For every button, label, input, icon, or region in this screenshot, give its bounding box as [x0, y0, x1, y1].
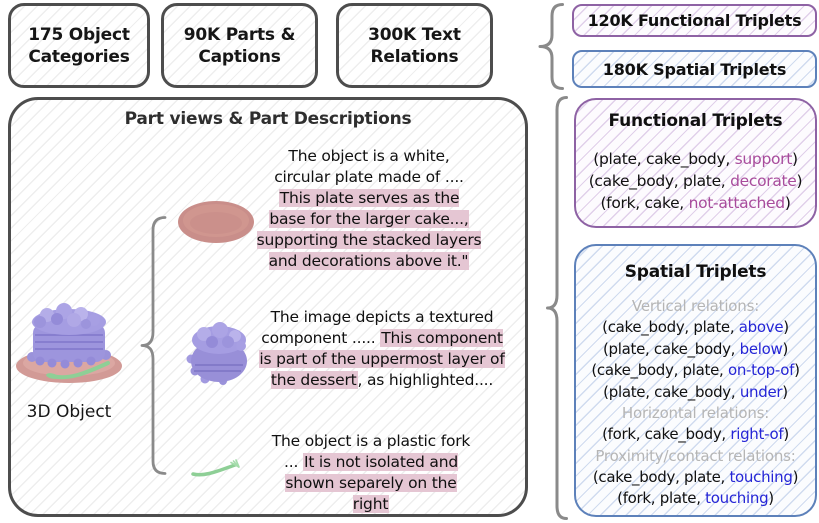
triplet-relation: above [738, 318, 784, 336]
plate-part-image [178, 201, 254, 243]
description-plain-text: The object is a plastic fork ... [271, 432, 471, 471]
spatial-group-label-vertical: Vertical relations: [631, 297, 760, 315]
curly-brace-panel-to-relations [546, 96, 568, 520]
triplet-pair: (fork, cake, [600, 194, 689, 212]
stat-box-text-relations: 300K Text Relations [336, 3, 493, 88]
cake-body-part-image [186, 322, 247, 385]
spatial-triplet: (plate, cake_body, under) [576, 382, 815, 404]
triplet-relation: below [739, 339, 783, 358]
triplet-close: ) [784, 194, 791, 212]
description-plain-text: , as highlighted.... [357, 371, 494, 389]
stat-line: Relations [370, 46, 459, 67]
triplet-relation: right-of [730, 425, 784, 443]
functional-triplet: (cake_body, plate, decorate) [576, 170, 815, 192]
triplet-pair: (cake_body, plate, [602, 318, 739, 336]
stat-line: Captions [198, 46, 281, 67]
description-highlighted-text: This plate serves as the base for the la… [256, 189, 482, 270]
triplet-pair: (cake_body, plate, [592, 467, 730, 486]
3d-object-cake-image [16, 303, 122, 383]
stat-line: 90K Parts & [183, 24, 296, 45]
part-views-panel: Part views & Part Descriptions [8, 97, 528, 517]
functional-triplets-box: Functional Triplets (plate, cake_body, s… [574, 98, 817, 228]
triplet-close: ) [768, 489, 774, 507]
triplet-pair: (plate, cake_body, [603, 382, 740, 401]
description-plain-text: The image depicts a textured component .… [261, 308, 494, 347]
panel-title: Part views & Part Descriptions [124, 109, 412, 129]
triplet-close: ) [783, 318, 789, 336]
stat-line: 300K Text [368, 24, 461, 45]
3d-object-label: 3D Object [26, 402, 112, 422]
stat-line: 175 Object [28, 24, 130, 45]
spatial-triplets-title: Spatial Triplets [624, 262, 767, 282]
spatial-group-label-horizontal: Horizontal relations: [621, 404, 770, 422]
stat-box-parts-captions: 90K Parts & Captions [161, 3, 318, 88]
triplet-pair: (cake_body, plate, [588, 172, 731, 190]
part-description-cake-body: The image depicts a textured component .… [236, 307, 528, 391]
total-spatial-triplets: 180K Spatial Triplets [572, 50, 817, 88]
triplet-pair: (plate, cake_body, [602, 339, 740, 358]
spatial-triplet: (fork, plate, touching) [576, 488, 815, 510]
spatial-triplet: (fork, cake_body, right-of) [576, 424, 815, 446]
curly-brace-object-to-parts [140, 216, 167, 475]
triplet-relation: under [739, 382, 783, 401]
part-description-fork: The object is a plastic fork ... It is n… [225, 431, 517, 515]
description-highlighted-text: It is not isolated and shown separely on… [285, 453, 458, 513]
spatial-group-label-proximity: Proximity/contact relations: [595, 446, 796, 465]
triplet-pair: (cake_body, plate, [591, 361, 728, 379]
triplet-pair: (plate, cake_body, [593, 150, 735, 168]
spatial-triplet: (cake_body, plate, above) [576, 317, 815, 339]
triplet-close: ) [792, 467, 799, 486]
triplet-close: ) [783, 425, 789, 443]
triplet-close: ) [796, 172, 803, 190]
functional-triplet: (fork, cake, not-attached) [576, 192, 815, 214]
total-spatial-label: 180K Spatial Triplets [602, 59, 787, 79]
triplet-relation: support [734, 150, 793, 168]
description-plain-text: The object is a white, circular plate ma… [274, 147, 464, 186]
functional-triplets-title: Functional Triplets [608, 111, 783, 131]
stat-line: Categories [28, 46, 130, 67]
part-description-plate: The object is a white, circular plate ma… [223, 146, 515, 272]
spatial-triplet: (plate, cake_body, below) [576, 339, 815, 361]
triplet-close: ) [792, 150, 798, 168]
stat-box-object-categories: 175 Object Categories [8, 3, 150, 88]
triplet-close: ) [782, 339, 789, 358]
spatial-triplets-box: Spatial Triplets Vertical relations: (ca… [574, 244, 817, 517]
curly-brace-stats-to-totals [538, 3, 564, 90]
spatial-triplet: (cake_body, plate, on-top-of) [576, 360, 815, 382]
fork-part-image [191, 459, 240, 477]
triplet-relation: decorate [730, 172, 797, 190]
triplet-pair: (fork, cake_body, [602, 425, 731, 443]
triplet-relation: on-top-of [727, 361, 795, 379]
triplet-close: ) [794, 361, 800, 379]
triplet-relation: not-attached [688, 194, 786, 212]
triplet-relation: touching [729, 467, 793, 486]
functional-triplet: (plate, cake_body, support) [576, 148, 815, 170]
total-functional-triplets: 120K Functional Triplets [572, 4, 817, 37]
triplet-pair: (fork, plate, [617, 489, 706, 507]
triplet-close: ) [782, 382, 788, 401]
total-functional-label: 120K Functional Triplets [587, 11, 802, 30]
spatial-triplet: (cake_body, plate, touching) [576, 467, 815, 489]
triplet-relation: touching [705, 489, 769, 507]
